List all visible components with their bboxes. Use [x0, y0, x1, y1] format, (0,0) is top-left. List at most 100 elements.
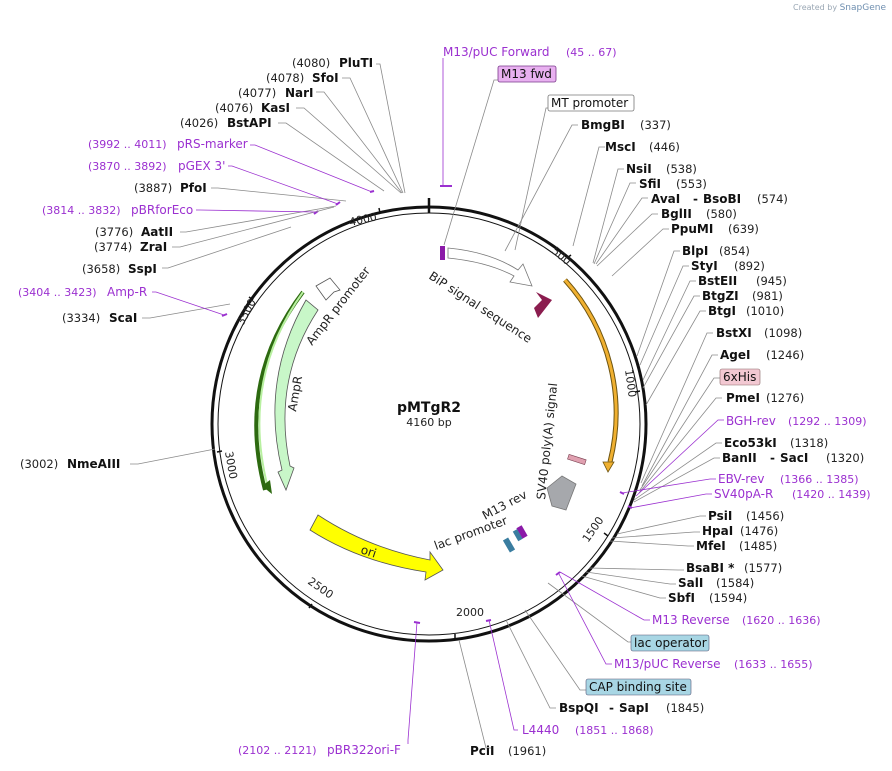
- feature-ampr-promoter[interactable]: AmpR promoter: [303, 264, 373, 348]
- primer-l4440[interactable]: L4440 (1851 .. 1868): [522, 723, 654, 737]
- site-pos: (3334): [62, 311, 100, 325]
- primer-m13-puc-forward[interactable]: M13/pUC Forward (45 .. 67): [443, 45, 617, 59]
- feature-ampr[interactable]: AmpR: [254, 290, 319, 494]
- site-sbfi[interactable]: SbfI (1594): [668, 591, 747, 605]
- site-btgzi[interactable]: BtgZI (981): [702, 289, 783, 303]
- feature-6xhis[interactable]: [567, 453, 587, 466]
- primer-ebv-rev[interactable]: EBV-rev (1366 .. 1385): [718, 472, 859, 486]
- primer-m13-reverse[interactable]: M13 Reverse (1620 .. 1636): [652, 613, 821, 627]
- site-psii[interactable]: PsiI (1456): [708, 509, 784, 523]
- tick-label-1500: 1500: [580, 514, 607, 544]
- site-name-2: SacI: [780, 451, 808, 465]
- site-styi[interactable]: StyI (892): [691, 259, 765, 273]
- tick-2000: 2000: [454, 606, 484, 640]
- site-banii-saci[interactable]: BanII - SacI (1320): [722, 451, 864, 465]
- site-btgi[interactable]: BtgI (1010): [708, 304, 784, 318]
- site-nari[interactable]: (4077) NarI: [238, 86, 314, 100]
- primer-leader-lines: [152, 58, 724, 744]
- site-aatii[interactable]: (3776) AatII: [95, 225, 173, 239]
- site-nsii[interactable]: NsiI (538): [626, 162, 697, 176]
- site-pos: (4077): [238, 86, 276, 100]
- primer-name: L4440: [522, 723, 559, 737]
- m13-rev-mark: [516, 525, 528, 539]
- primer-prs-marker[interactable]: (3992 .. 4011) pRS-marker: [88, 137, 248, 151]
- box-label: M13 fwd: [501, 67, 552, 81]
- primer-sv40pa-r[interactable]: SV40pA-R (1420 .. 1439): [714, 487, 871, 501]
- site-name: BtgZI: [702, 289, 739, 303]
- primer-bgh-rev[interactable]: BGH-rev (1292 .. 1309): [726, 414, 867, 428]
- feature-sv40-polya[interactable]: SV40 poly(A) signal: [534, 382, 577, 511]
- box-6xhis[interactable]: 6xHis: [719, 368, 761, 386]
- site-sfii[interactable]: SfiI (553): [639, 177, 707, 191]
- primer-pbrforeco[interactable]: (3814 .. 3832) pBRforEco: [42, 203, 193, 217]
- site-pos: (3774): [94, 240, 132, 254]
- site-bstxi[interactable]: BstXI (1098): [716, 326, 802, 340]
- site-name: KasI: [261, 101, 290, 115]
- bip-arrow-outline: [447, 247, 533, 287]
- site-msci[interactable]: MscI (446): [605, 140, 680, 154]
- site-separator: -: [693, 192, 698, 206]
- box-mt-promoter[interactable]: MT promoter: [547, 94, 635, 112]
- site-scai[interactable]: (3334) ScaI: [62, 311, 137, 325]
- site-mfei[interactable]: MfeI (1485): [696, 539, 777, 553]
- site-pos: (1577): [744, 561, 782, 575]
- box-m13-fwd[interactable]: M13 fwd: [497, 65, 557, 83]
- site-pos: (4076): [215, 101, 253, 115]
- box-label: 6xHis: [723, 370, 756, 384]
- ori-arrow: [309, 514, 444, 581]
- feature-bip-signal-sequence[interactable]: BiP signal sequence: [426, 246, 552, 346]
- site-bstapi[interactable]: (4026) BstAPI: [180, 116, 272, 130]
- primer-amp-r[interactable]: (3404 .. 3423) Amp-R: [18, 285, 147, 299]
- primer-pgex-3[interactable]: (3870 .. 3892) pGEX 3': [88, 159, 225, 173]
- site-name: BtgI: [708, 304, 736, 318]
- site-zrai[interactable]: (3774) ZraI: [94, 240, 167, 254]
- site-pluti[interactable]: (4080) PluTI: [292, 56, 373, 70]
- site-pos: (1276): [766, 391, 804, 405]
- feature-orf-arc[interactable]: [563, 278, 619, 473]
- site-name: SspI: [128, 262, 157, 276]
- site-blpi[interactable]: BlpI (854): [682, 244, 750, 258]
- feature-lac[interactable]: M13 rev lac promoter: [432, 487, 529, 552]
- primer-m13-puc-reverse[interactable]: M13/pUC Reverse (1633 .. 1655): [614, 657, 813, 671]
- site-bspqi-sapi[interactable]: BspQI - SapI (1845): [559, 701, 704, 715]
- feature-ori[interactable]: ori: [309, 514, 444, 581]
- site-sspi[interactable]: (3658) SspI: [82, 262, 157, 276]
- site-pos: (3658): [82, 262, 120, 276]
- site-name: SfoI: [312, 71, 339, 85]
- site-pos: (574): [757, 192, 788, 206]
- site-agei[interactable]: AgeI (1246): [720, 348, 804, 362]
- site-ppumi[interactable]: PpuMI (639): [671, 222, 759, 236]
- site-name: BanII: [722, 451, 757, 465]
- site-hpai[interactable]: HpaI (1476): [702, 524, 778, 538]
- site-name-2: BsoBI: [703, 192, 741, 206]
- credit-prefix: Created by: [793, 3, 838, 12]
- site-eco53ki[interactable]: Eco53kI (1318): [724, 436, 828, 450]
- site-bsabi[interactable]: BsaBI * (1577): [686, 561, 782, 575]
- site-name: BglII: [661, 207, 692, 221]
- box-label: MT promoter: [551, 96, 628, 110]
- site-pfoi[interactable]: (3887) PfoI: [134, 181, 207, 195]
- site-name: ZraI: [140, 240, 167, 254]
- box-cap-binding-site[interactable]: CAP binding site: [585, 678, 692, 696]
- site-nmeaiii[interactable]: (3002) NmeAIII: [20, 457, 120, 471]
- site-bmgbi[interactable]: BmgBI (337): [581, 118, 671, 132]
- box-lac-operator[interactable]: lac operator: [630, 634, 710, 652]
- site-sali[interactable]: SalI (1584): [678, 576, 754, 590]
- site-pcii[interactable]: PciI (1961): [470, 744, 546, 758]
- site-separator: -: [770, 451, 775, 465]
- site-sfoi[interactable]: (4078) SfoI: [266, 71, 339, 85]
- site-name: SalI: [678, 576, 703, 590]
- site-pmei[interactable]: PmeI (1276): [726, 391, 804, 405]
- site-pos: (854): [719, 244, 750, 258]
- site-kasi[interactable]: (4076) KasI: [215, 101, 290, 115]
- site-bsteii[interactable]: BstEII (945): [698, 274, 787, 288]
- primer-pbr322ori-f[interactable]: (2102 .. 2121) pBR322ori-F: [238, 743, 401, 757]
- site-bglii[interactable]: BglII (580): [661, 207, 737, 221]
- site-pos: (3887): [134, 181, 172, 195]
- sv40-box: [546, 475, 577, 511]
- plasmid-size: 4160 bp: [406, 416, 451, 429]
- primer-range: (45 .. 67): [566, 46, 617, 59]
- site-avai-bsobi[interactable]: AvaI - BsoBI (574): [651, 192, 788, 206]
- site-pos: (4080): [292, 56, 330, 70]
